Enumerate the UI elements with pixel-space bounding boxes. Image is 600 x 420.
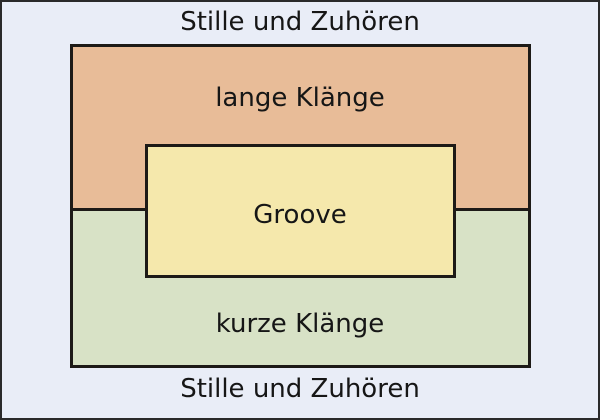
groove-label: Groove bbox=[253, 200, 347, 230]
short-sounds-label: kurze Klänge bbox=[215, 309, 385, 339]
bottom-label: Stille und Zuhören bbox=[180, 374, 420, 404]
long-sounds-label: lange Klänge bbox=[215, 83, 385, 113]
top-label: Stille und Zuhören bbox=[180, 7, 420, 37]
groove-region bbox=[145, 144, 456, 278]
